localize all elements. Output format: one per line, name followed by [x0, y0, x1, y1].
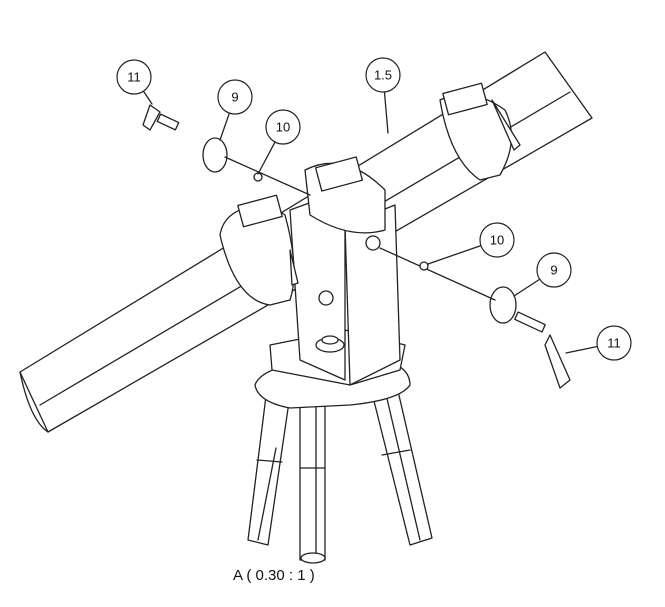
leader-line [142, 90, 153, 105]
balloon-circle [365, 57, 401, 93]
balloon-label: 11 [127, 70, 141, 85]
hardware-parts [142, 104, 571, 389]
balloon-9: 9 [217, 79, 253, 141]
balloon-circle [479, 222, 515, 258]
balloon-label: 9 [550, 263, 557, 278]
balloon-label: 1.5 [374, 68, 392, 83]
leader-line [219, 112, 231, 141]
balloon-circle [217, 79, 253, 115]
balloon-1.5: 1.5 [365, 57, 401, 134]
tripod [247, 359, 433, 564]
balloon-label: 11 [607, 336, 621, 351]
balloon-11: 11 [116, 59, 153, 105]
balloon-10: 10 [427, 222, 515, 265]
balloon-circle [116, 59, 152, 95]
balloon-label: 10 [490, 233, 504, 248]
leader-line [257, 141, 276, 175]
leader-line [383, 91, 389, 134]
balloon-circle [596, 325, 632, 361]
balloon-10: 10 [257, 109, 301, 175]
view-scale-caption: A ( 0.30 : 1 ) [233, 567, 315, 584]
balloon-label: 10 [276, 120, 290, 135]
leader-line [427, 244, 482, 265]
clamp-rings [219, 82, 521, 306]
balloon-label: 9 [231, 90, 238, 105]
balloon-circle [536, 252, 572, 288]
callout-balloons: 11 9 10 1.5 10 9 11 [116, 57, 632, 361]
balloon-9: 9 [513, 252, 572, 297]
balloon-circle [265, 109, 301, 145]
balloon-11: 11 [565, 325, 632, 361]
leader-line [565, 345, 599, 354]
leader-line [513, 278, 541, 297]
